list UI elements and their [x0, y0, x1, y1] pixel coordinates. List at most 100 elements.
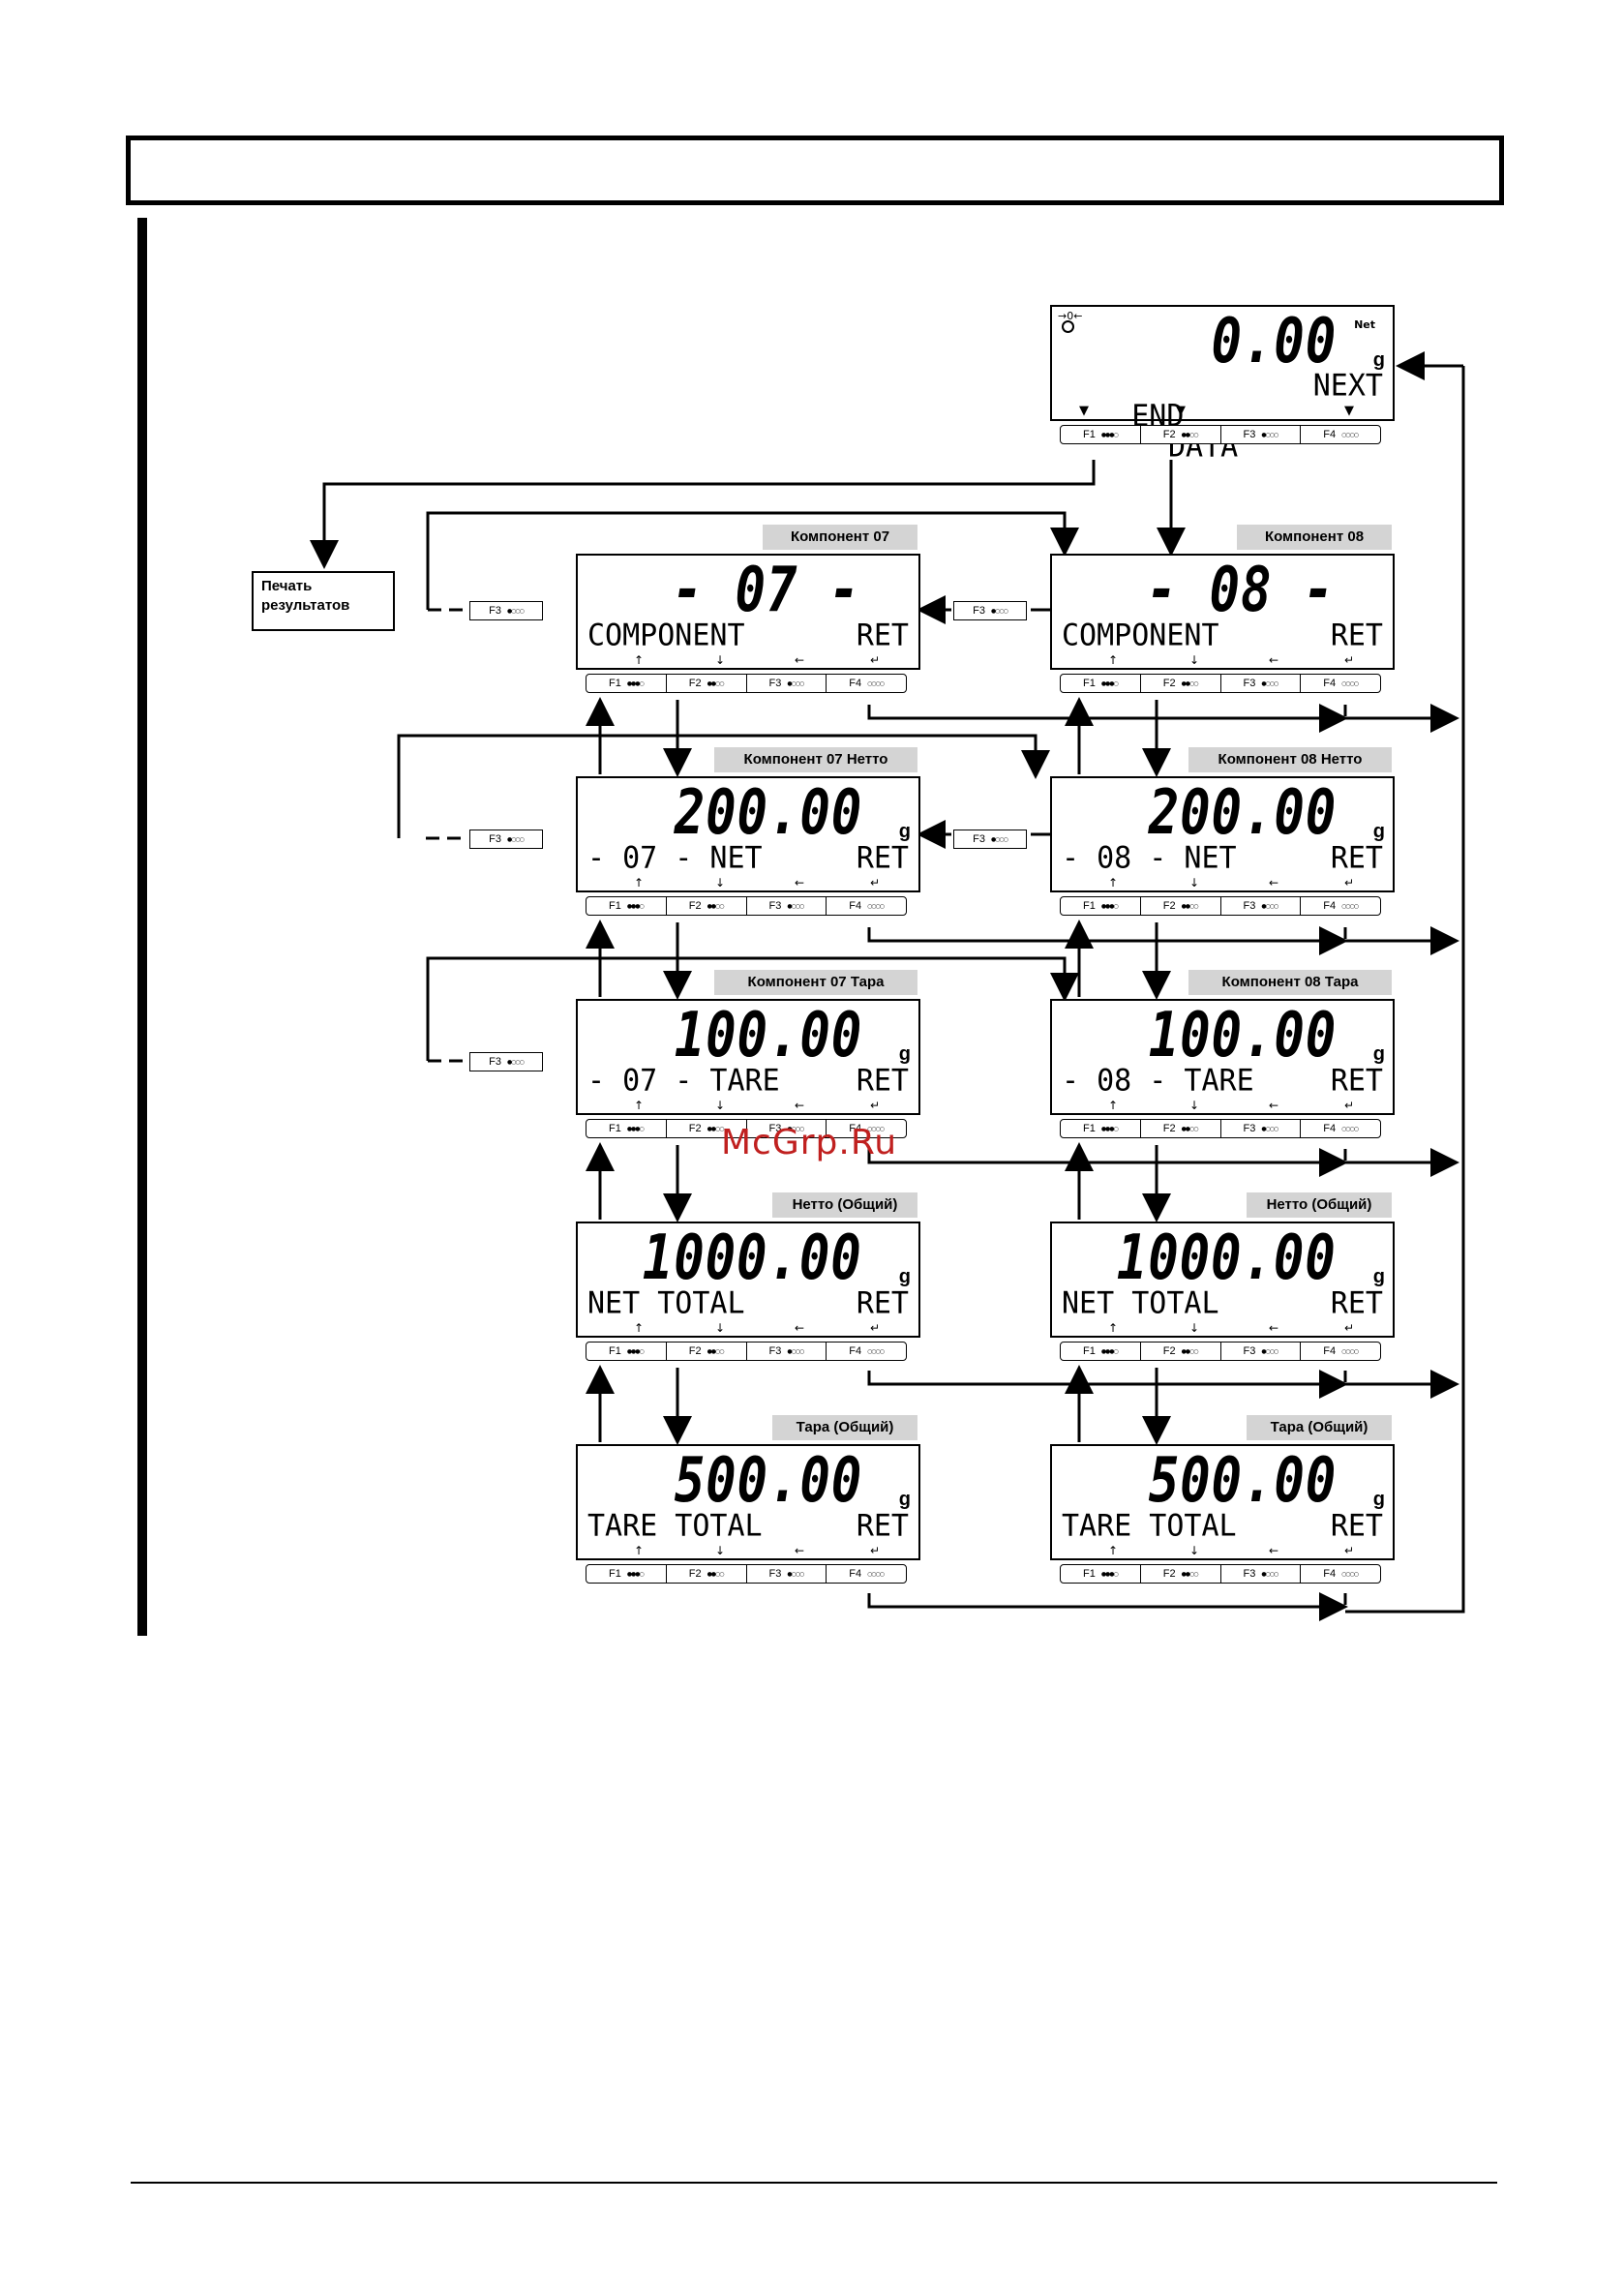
- key-f4[interactable]: F4○○○○: [1323, 1123, 1359, 1134]
- lcd-line: NET TOTAL: [1062, 1285, 1219, 1321]
- key-f2[interactable]: F2●●○○: [667, 1343, 747, 1360]
- lcd-value: 0.00: [1211, 306, 1337, 377]
- key-f2[interactable]: F2●●○○: [667, 1120, 747, 1137]
- key-f3[interactable]: F3●○○○: [1221, 1343, 1302, 1360]
- key-f4[interactable]: F4○○○○: [1323, 1345, 1359, 1357]
- key-f2[interactable]: F2●●○○: [667, 897, 747, 915]
- softkey-indicator-icon: ▼: [1344, 404, 1354, 418]
- lcd-line: COMPONENT: [587, 618, 745, 653]
- function-keys: F1●●●○F2●●○○F3●○○○ F4○○○○: [586, 896, 907, 916]
- key-f2[interactable]: F2●●○○: [1141, 426, 1221, 443]
- key-f1[interactable]: F1●●●○: [586, 1120, 667, 1137]
- key-f1[interactable]: F1●●●○: [1061, 1120, 1141, 1137]
- down-arrow-icon: ↓: [715, 1099, 726, 1112]
- lcd-value: 500.00: [674, 1445, 862, 1517]
- key-f1[interactable]: F1●●●○: [586, 1565, 667, 1583]
- lcd-value: 500.00: [1148, 1445, 1337, 1517]
- key-f3[interactable]: F3●○○○: [1221, 426, 1302, 443]
- down-arrow-icon: ↓: [1189, 1544, 1200, 1557]
- left-arrow-icon: ←: [795, 876, 805, 890]
- lcd-line: - 08 - TARE: [1062, 1063, 1254, 1099]
- key-f4[interactable]: F4○○○○: [849, 1345, 885, 1357]
- enter-arrow-icon: ↵: [870, 653, 881, 667]
- key-f3[interactable]: F3●○○○: [1221, 675, 1302, 692]
- enter-arrow-icon: ↵: [1344, 653, 1355, 667]
- left-arrow-icon: ←: [795, 653, 805, 667]
- key-f2[interactable]: F2●●○○: [1141, 897, 1221, 915]
- softkey-indicator-icon: ▼: [1079, 404, 1089, 418]
- zero-icon: [1062, 320, 1074, 333]
- key-f3[interactable]: F3●○○○: [747, 675, 827, 692]
- key-f2[interactable]: F2●●○○: [1141, 675, 1221, 692]
- key-f1[interactable]: F1●●●○: [1061, 675, 1141, 692]
- down-arrow-icon: ↓: [715, 1544, 726, 1557]
- lcd-value: - 07 -: [672, 555, 860, 626]
- left-arrow-icon: ←: [1269, 653, 1279, 667]
- key-f1[interactable]: F1●●●○: [1061, 1565, 1141, 1583]
- key-f1[interactable]: F1●●●○: [586, 1343, 667, 1360]
- key-f4[interactable]: F4○○○○: [1323, 429, 1359, 440]
- softkey-ret: RET: [1330, 1285, 1383, 1321]
- unit-label: g: [898, 1489, 911, 1510]
- print-label-1: Печать: [261, 578, 313, 594]
- key-f3[interactable]: F3●○○○: [747, 1565, 827, 1583]
- key-f1[interactable]: F1●●●○: [1061, 426, 1141, 443]
- function-keys: F1●●●○F2●●○○F3●○○○ F4○○○○: [586, 1564, 907, 1584]
- left-arrow-icon: ←: [1269, 1099, 1279, 1112]
- key-f4[interactable]: F4○○○○: [849, 1568, 885, 1580]
- key-f2[interactable]: F2●●○○: [667, 1565, 747, 1583]
- key-f3[interactable]: F3●○○○: [747, 897, 827, 915]
- down-arrow-icon: ↓: [715, 1321, 726, 1335]
- key-f3[interactable]: F3●○○○: [747, 1120, 827, 1137]
- key-f4[interactable]: F4○○○○: [849, 678, 885, 689]
- key-f1[interactable]: F1●●●○: [1061, 1343, 1141, 1360]
- lcd-value: 100.00: [674, 1000, 862, 1071]
- down-arrow-icon: ↓: [715, 653, 726, 667]
- key-f3[interactable]: F3●○○○: [747, 1343, 827, 1360]
- header-frame: [126, 136, 1504, 205]
- screen-tag: Компонент 07 Нетто: [714, 747, 917, 772]
- key-f4[interactable]: F4○○○○: [1323, 678, 1359, 689]
- lcd-value: 200.00: [674, 777, 862, 849]
- softkey-ret: RET: [1330, 1063, 1383, 1099]
- function-keys: F1●●●○ F2●●○○ F3●○○○ F4○○○○: [1060, 425, 1381, 444]
- left-arrow-icon: ←: [1269, 1321, 1279, 1335]
- key-f1[interactable]: F1●●●○: [586, 675, 667, 692]
- enter-arrow-icon: ↵: [1344, 1321, 1355, 1335]
- f3-key-box: F3●○○○: [469, 601, 543, 620]
- lcd-value: 1000.00: [643, 1222, 862, 1294]
- key-f3[interactable]: F3●○○○: [1221, 1565, 1302, 1583]
- unit-label: g: [1372, 349, 1385, 371]
- key-f4[interactable]: F4○○○○: [1323, 900, 1359, 912]
- enter-arrow-icon: ↵: [870, 1544, 881, 1557]
- left-arrow-icon: ←: [795, 1099, 805, 1112]
- key-f4[interactable]: F4○○○○: [849, 1123, 885, 1134]
- key-f3[interactable]: F3●○○○: [1221, 1120, 1302, 1137]
- up-arrow-icon: ↑: [1108, 1321, 1119, 1335]
- function-keys: F1●●●○F2●●○○F3●○○○ F4○○○○: [1060, 1564, 1381, 1584]
- f3-key-box: F3●○○○: [469, 830, 543, 849]
- function-keys: F1●●●○F2●●○○F3●○○○ F4○○○○: [1060, 674, 1381, 693]
- up-arrow-icon: ↑: [634, 1321, 645, 1335]
- key-f1[interactable]: F1●●●○: [1061, 897, 1141, 915]
- function-keys: F1●●●○F2●●○○F3●○○○ F4○○○○: [1060, 896, 1381, 916]
- key-f4[interactable]: F4○○○○: [849, 900, 885, 912]
- key-f1[interactable]: F1●●●○: [586, 897, 667, 915]
- key-f3[interactable]: F3●○○○: [1221, 897, 1302, 915]
- key-f2[interactable]: F2●●○○: [1141, 1343, 1221, 1360]
- screen-tag: Тара (Общий): [1247, 1415, 1392, 1440]
- key-f4[interactable]: F4○○○○: [1323, 1568, 1359, 1580]
- lcd-value: 200.00: [1148, 777, 1337, 849]
- left-arrow-icon: ←: [1269, 1544, 1279, 1557]
- function-keys: F1●●●○F2●●○○F3●○○○ F4○○○○: [1060, 1119, 1381, 1138]
- key-f2[interactable]: F2●●○○: [1141, 1565, 1221, 1583]
- unit-label: g: [898, 1043, 911, 1065]
- key-f2[interactable]: F2●●○○: [1141, 1120, 1221, 1137]
- key-f2[interactable]: F2●●○○: [667, 675, 747, 692]
- up-arrow-icon: ↑: [634, 876, 645, 890]
